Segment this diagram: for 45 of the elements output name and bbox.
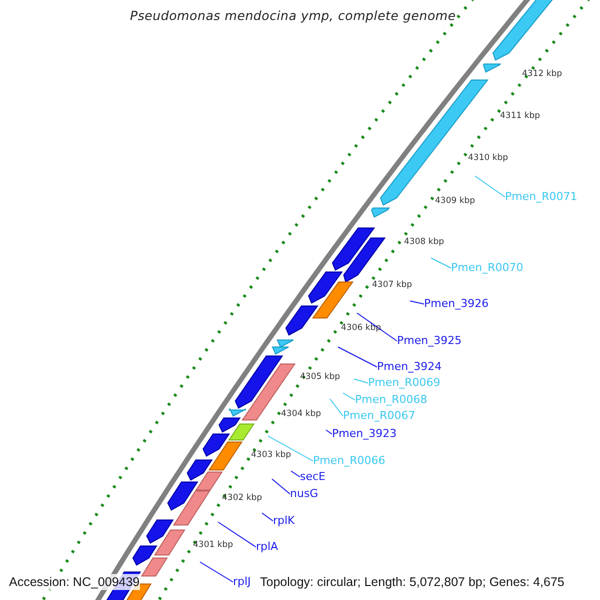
tick-label: 4301 kbp <box>193 540 234 550</box>
gene-label: Pmen_R0070 <box>451 261 524 275</box>
map-title: Pseudomonas mendocina ymp, complete genome <box>130 7 456 25</box>
gene-label: Pmen_R0067 <box>343 409 416 423</box>
tick-label: 4312 kbp <box>522 69 562 79</box>
tick-label: 4302 kbp <box>222 493 262 503</box>
gene-label: Pmen_3926 <box>424 297 489 311</box>
tick-label: 4309 kbp <box>435 196 476 206</box>
gene-label: Pmen_R0066 <box>313 454 386 468</box>
tick-label: 4304 kbp <box>281 409 322 419</box>
leader-line <box>272 478 290 494</box>
gene-label: Pmen_R0068 <box>355 393 428 407</box>
leader-line <box>290 470 300 478</box>
tick-label: 4311 kbp <box>500 111 540 121</box>
tick-label: 4305 kbp <box>300 372 340 382</box>
tick-label: 4306 kbp <box>341 323 382 333</box>
gene-label: secE <box>300 470 326 484</box>
gene-label: Pmen_3925 <box>397 334 462 348</box>
gene-label: rplA <box>256 540 278 554</box>
leader-line <box>330 398 344 416</box>
leader-line <box>356 312 398 342</box>
tick-label: 4307 kbp <box>372 280 412 290</box>
info-text: Topology: circular; Length: 5,072,807 bp; Genes: 4,675 <box>260 574 564 590</box>
gene-label: rplJ <box>233 575 251 589</box>
leader-line <box>200 562 234 582</box>
leader-line <box>430 258 452 268</box>
leader-line <box>268 436 314 462</box>
leader-line <box>262 512 274 522</box>
gene-label: rplK <box>273 514 295 528</box>
leader-line <box>410 300 424 304</box>
leader-line <box>326 430 332 434</box>
gene-label: Pmen_3923 <box>332 427 397 441</box>
gene-label: Pmen_R0071 <box>505 190 578 204</box>
leader-line <box>342 392 356 400</box>
info-text: Accession: NC_009439 <box>9 574 140 590</box>
gene-label: Pmen_R0069 <box>368 376 440 390</box>
leader-line <box>338 346 378 368</box>
leader-line <box>474 176 506 198</box>
gene-label: nusG <box>290 487 318 501</box>
tick-label: 4308 kbp <box>404 237 444 247</box>
tick-label: 4303 kbp <box>251 450 292 460</box>
gene-label: Pmen_3924 <box>377 360 442 374</box>
leader-line <box>218 522 256 548</box>
tick-label: 4310 kbp <box>468 153 508 163</box>
leader-line <box>354 378 368 384</box>
